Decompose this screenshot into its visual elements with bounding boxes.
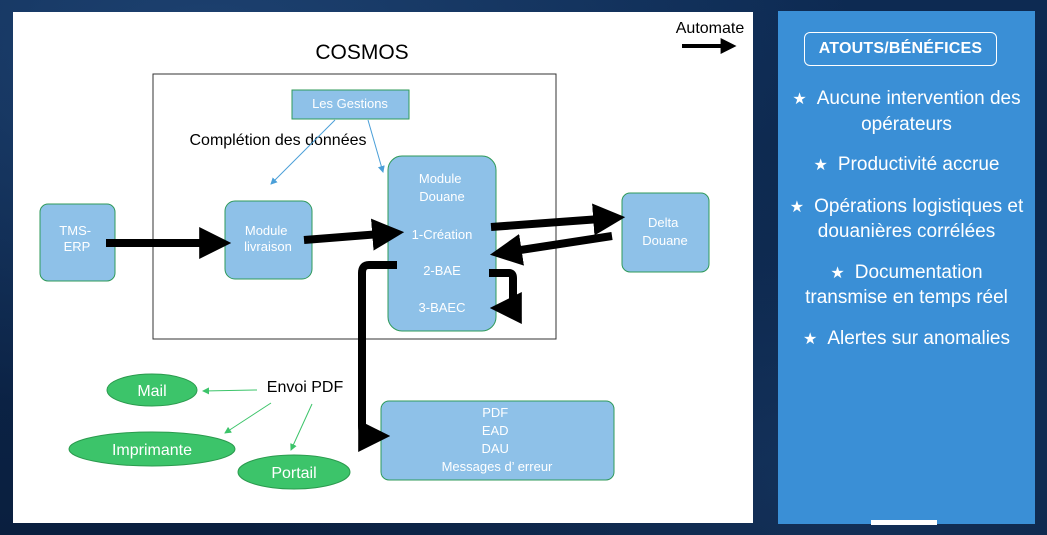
svg-text:Module livraison: Module livraison (244, 223, 292, 254)
benefit-item: ★ Productivité accrue (788, 153, 1025, 179)
douane-to-outputs-arrow (358, 261, 397, 452)
channel-mail: Mail (106, 373, 198, 407)
delta-douane-box: Delta Douane (621, 192, 710, 273)
gestions-to-douane-arrow (367, 119, 385, 173)
delta-douane-label-line1: Delta (648, 215, 679, 230)
diagram-title: COSMOS (315, 41, 408, 64)
output-messages-erreur: Messages d’ erreur (442, 459, 553, 474)
outputs-box: PDF EAD DAU Messages d’ erreur (380, 400, 615, 481)
envoi-to-portail-arrow (290, 403, 313, 451)
output-dau: DAU (481, 441, 508, 456)
svg-text:Module Douane: Module Douane (419, 171, 465, 204)
envoi-to-mail-arrow (202, 387, 258, 395)
process-diagram: COSMOS Automate Les Gestions Complétion … (39, 20, 745, 490)
module-livraison-label-line2: livraison (244, 239, 292, 254)
star-icon: ★ (802, 330, 818, 348)
benefit-item: ★ Aucune intervention des opérateurs (788, 87, 1025, 137)
benefit-item: ★Documentation transmise en temps réel (788, 261, 1025, 311)
tms-erp-box: TMS- ERP (39, 203, 116, 282)
channel-portail: Portail (237, 454, 351, 490)
star-icon: ★ (830, 264, 845, 282)
delta-to-douane-arrow (489, 232, 613, 266)
benefits-title: ATOUTS/BÉNÉFICES (804, 32, 997, 66)
module-livraison-label-line1: Module (245, 223, 288, 238)
diagram-panel: COSMOS Automate Les Gestions Complétion … (13, 12, 753, 523)
star-icon: ★ (789, 198, 805, 216)
module-livraison-box: Module livraison (224, 200, 313, 280)
channel-imprimante: Imprimante (68, 431, 236, 467)
benefit-item: ★ Opérations logistiques et douanières co… (788, 195, 1025, 245)
step-baec: 3-BAEC (419, 300, 466, 315)
benefits-list: ★ Aucune intervention des opérateurs ★ Pro… (788, 87, 1025, 368)
envoi-to-imprimante-arrow (224, 402, 272, 434)
completion-label: Complétion des données (189, 132, 366, 149)
gestions-box: Les Gestions (291, 89, 410, 120)
benefit-item: ★ Alertes sur anomalies (788, 327, 1025, 353)
step-creation: 1-Création (412, 227, 473, 242)
output-ead: EAD (482, 423, 509, 438)
module-douane-label-line1: Module (419, 171, 462, 186)
channel-mail-label: Mail (137, 383, 166, 400)
cosmos-frame (152, 73, 557, 340)
benefit-text: Productivité accrue (837, 154, 1000, 175)
tms-erp-label-line2: ERP (64, 239, 91, 254)
output-pdf: PDF (482, 405, 508, 420)
legend-label: Automate (676, 20, 745, 37)
step-bae: 2-BAE (423, 263, 461, 278)
tms-erp-label-line1: TMS- (59, 223, 91, 238)
delta-douane-label-line2: Douane (642, 233, 688, 248)
module-douane-label-line2: Douane (419, 189, 465, 204)
livraison-to-douane-arrow (303, 218, 405, 251)
star-icon: ★ (813, 157, 828, 174)
slide-progress-bar (871, 520, 937, 525)
gestions-to-livraison-arrow (270, 119, 336, 185)
star-icon: ★ (792, 91, 807, 108)
svg-text:TMS- ERP: TMS- ERP (59, 223, 94, 254)
bae-to-baec-loop-arrow (489, 269, 522, 324)
svg-text:Delta Douane: Delta Douane (642, 215, 688, 248)
benefit-text: Alertes sur anomalies (827, 327, 1011, 349)
channel-imprimante-label: Imprimante (112, 442, 192, 459)
benefit-text: Aucune intervention des opérateurs (816, 88, 1021, 135)
douane-to-delta-arrow (490, 203, 626, 236)
module-douane-box: Module Douane 1-Création 2-BAE 3-BAEC (387, 155, 497, 332)
benefit-text: Documentation transmise en temps réel (805, 261, 1008, 309)
svg-text:PDF EAD DAU: PDF EAD DAU Messages d’ erreur (442, 405, 553, 474)
channel-portail-label: Portail (271, 465, 316, 482)
benefits-panel: ATOUTS/BÉNÉFICES ★ Aucune intervention de… (778, 11, 1035, 525)
envoi-pdf-label: Envoi PDF (267, 379, 344, 396)
gestions-label: Les Gestions (312, 96, 388, 111)
benefit-text: Opérations logistiques et douanières cor… (814, 195, 1024, 243)
